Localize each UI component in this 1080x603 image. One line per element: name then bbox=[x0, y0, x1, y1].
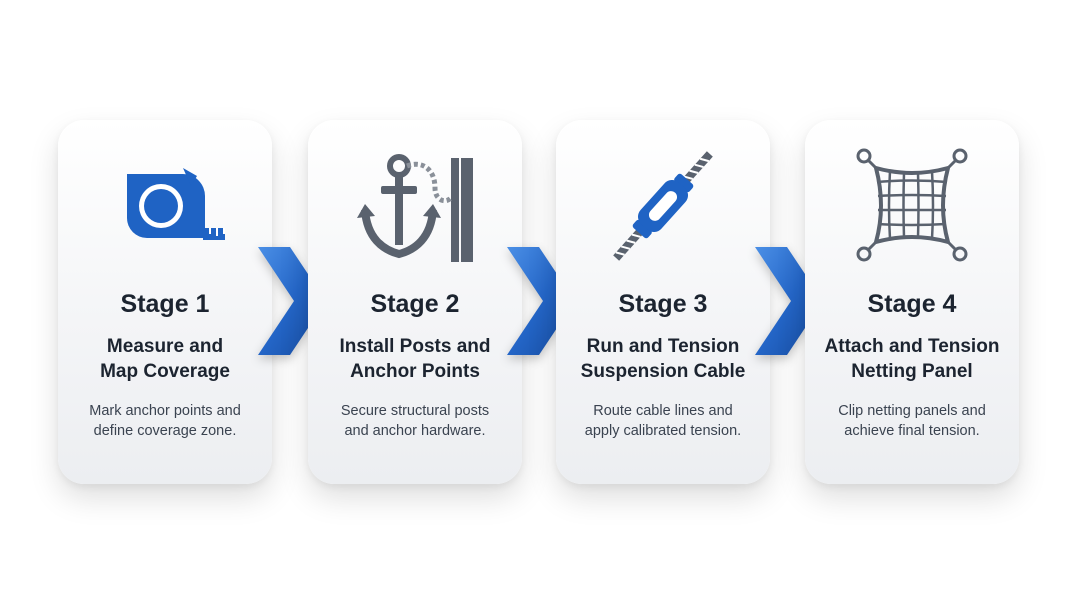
stage-label: Stage 3 bbox=[618, 290, 708, 318]
stage-card-3: Stage 3 Run and Tension Suspension Cable… bbox=[556, 120, 770, 484]
stage-label: Stage 1 bbox=[120, 290, 210, 318]
net-panel-icon bbox=[852, 146, 972, 266]
stage-title: Install Posts and Anchor Points bbox=[339, 336, 491, 382]
stage-title: Measure and Map Coverage bbox=[100, 336, 230, 382]
stage-description: Secure structural posts and anchor hardw… bbox=[340, 403, 490, 439]
stage-description: Mark anchor points and define coverage z… bbox=[89, 403, 241, 439]
stage-card-1: Stage 1 Measure and Map Coverage Mark an… bbox=[58, 120, 272, 484]
stage-description: Route cable lines and apply calibrated t… bbox=[584, 403, 742, 439]
stage-title: Run and Tension Suspension Cable bbox=[580, 336, 746, 382]
tape-measure-icon bbox=[105, 146, 225, 266]
stage-card-4: Stage 4 Attach and Tension Netting Panel… bbox=[805, 120, 1019, 484]
stage-description: Clip netting panels and achieve final te… bbox=[838, 403, 986, 439]
stage-label: Stage 2 bbox=[370, 290, 460, 318]
turnbuckle-cable-icon bbox=[603, 146, 723, 266]
stage-label: Stage 4 bbox=[867, 290, 957, 318]
stage-title: Attach and Tension Netting Panel bbox=[824, 336, 1000, 382]
anchor-icon bbox=[355, 146, 475, 266]
stage-card-2: Stage 2 Install Posts and Anchor Points … bbox=[308, 120, 522, 484]
